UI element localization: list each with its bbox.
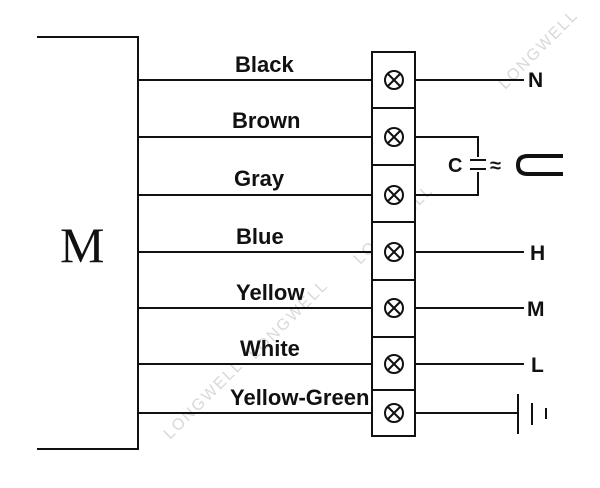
wire-label-white: White: [240, 336, 300, 361]
terminal-screw-icon: [384, 185, 404, 205]
terminal-screw-icon: [384, 298, 404, 318]
terminal-screw-icon: [384, 127, 404, 147]
output-label-h: H: [530, 242, 545, 265]
motor-outline: [37, 36, 139, 450]
output-wires: [415, 79, 524, 414]
wire-label-yellow-green: Yellow-Green: [230, 385, 369, 410]
terminal-screw-icon: [384, 70, 404, 90]
terminal-screw-icon: [384, 242, 404, 262]
wire-labels: Black Brown Gray Blue Yellow White Yello…: [230, 52, 369, 410]
capacitor-wire-lower: [415, 172, 479, 196]
terminal-screw-icon: [384, 403, 404, 423]
wire-label-black: Black: [235, 52, 294, 77]
motor: M: [37, 36, 139, 450]
terminal-block: [371, 51, 416, 437]
wire-label-brown: Brown: [232, 108, 300, 133]
output-label-n: N: [528, 69, 543, 92]
wires: [138, 79, 372, 414]
capacitor: C ≈: [448, 154, 563, 177]
capacitor-wire: [415, 136, 479, 157]
terminal-screw-icon: [384, 354, 404, 374]
output-label-l: L: [531, 354, 544, 377]
output-labels: N H M L: [527, 69, 545, 377]
output-label-m: M: [527, 298, 545, 321]
wire-label-gray: Gray: [234, 166, 285, 191]
capacitor-icon: [470, 159, 486, 170]
capacitor-label: C: [448, 155, 462, 177]
u-shape-icon: [515, 154, 563, 176]
motor-label: M: [60, 217, 104, 273]
ground-icon: [517, 394, 547, 434]
wire-label-yellow: Yellow: [236, 280, 305, 305]
wire-label-blue: Blue: [236, 224, 284, 249]
ac-symbol-icon: ≈: [490, 155, 501, 177]
